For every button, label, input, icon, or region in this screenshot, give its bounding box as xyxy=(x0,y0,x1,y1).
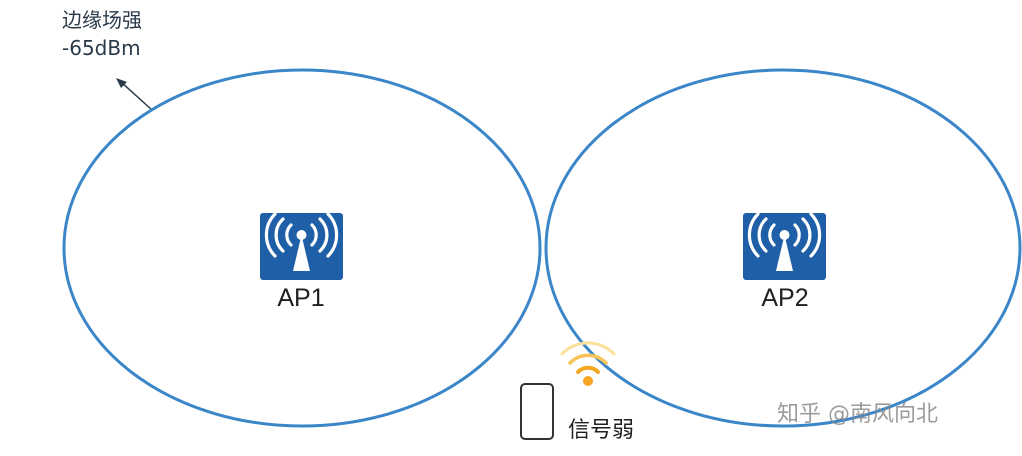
edge-field-strength-annotation: 边缘场强 -65dBm xyxy=(62,6,142,62)
ap1-antenna-icon xyxy=(260,212,343,280)
ap1-coverage-ellipse xyxy=(62,68,542,428)
weak-signal-label: 信号弱 xyxy=(568,418,635,443)
client-phone-icon xyxy=(520,383,554,440)
annotation-value: -65dBm xyxy=(62,36,141,60)
annotation-title: 边缘场强 xyxy=(62,8,142,32)
weak-wifi-signal-icon xyxy=(560,341,616,386)
ap2-antenna-icon xyxy=(743,212,826,280)
ap2-coverage-ellipse xyxy=(544,68,1022,428)
watermark: 知乎 @南风向北 xyxy=(777,402,938,427)
ap1-label: AP1 xyxy=(277,284,325,312)
annotation-arrow xyxy=(116,78,153,111)
ap2-label: AP2 xyxy=(761,284,809,312)
